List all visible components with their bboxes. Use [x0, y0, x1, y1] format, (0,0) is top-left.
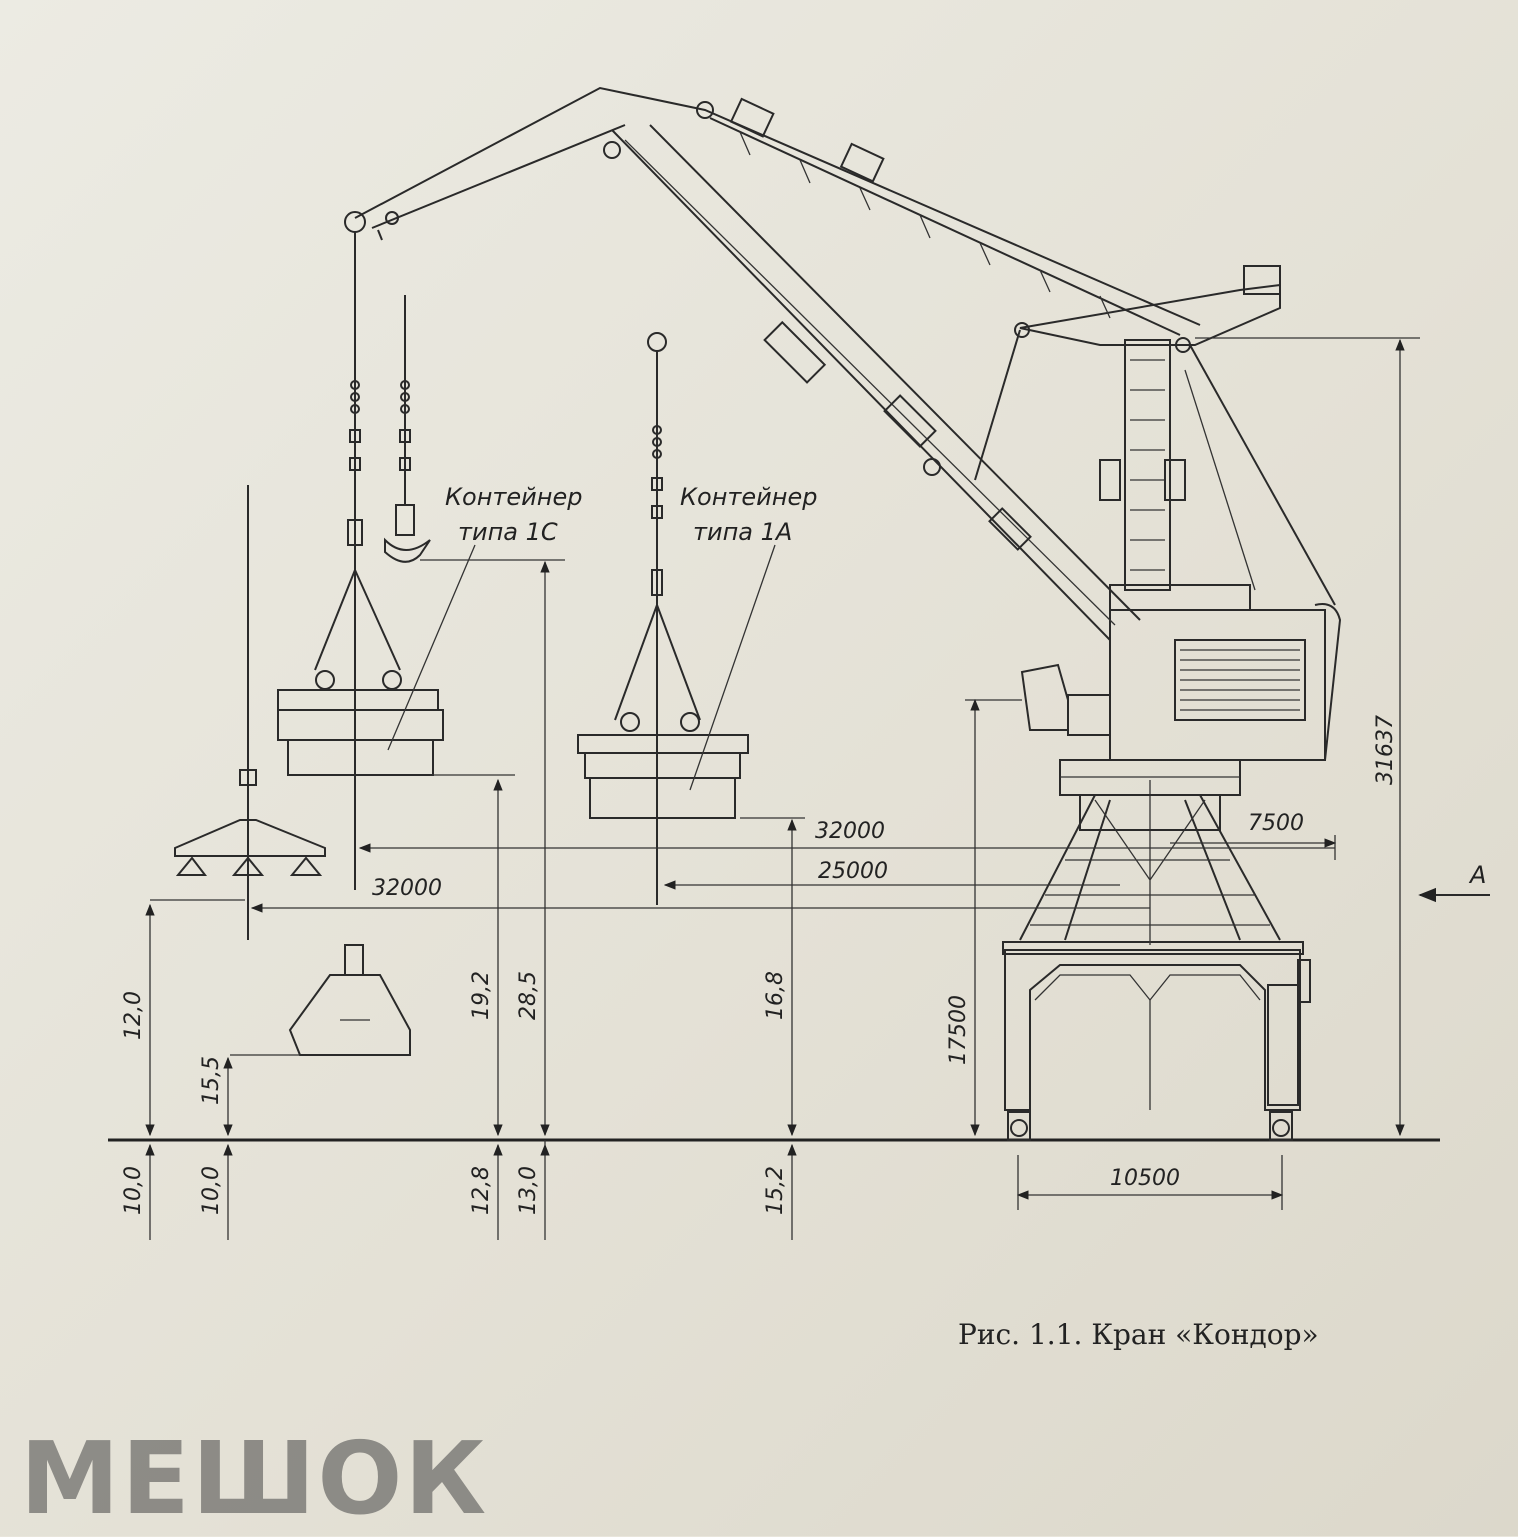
watermark-logo: МЕШОК: [20, 1420, 489, 1537]
counterweight-lever: [974, 265, 1336, 606]
jib: [344, 86, 1201, 336]
dim-outreach-1a: 25000: [818, 859, 888, 884]
dim-outreach-hook: 32000: [815, 819, 885, 844]
machine-house: [1020, 584, 1342, 761]
dim-total-height: 31637: [1373, 715, 1398, 785]
crane-portal: [1002, 759, 1311, 1141]
container-1c: [277, 232, 444, 890]
h-magnet-up: 12,0: [121, 991, 146, 1040]
container-1a: [577, 332, 749, 905]
labels: Контейнер типа 1С Контейнер типа 1А А 32…: [121, 483, 1486, 1215]
hook-assembly: [384, 295, 565, 563]
h-grab-up: 15,5: [199, 1056, 224, 1105]
figure-caption: Рис. 1.1. Кран «Кондор»: [958, 1318, 1319, 1351]
dim-outreach-magnet: 32000: [372, 876, 442, 901]
dim-tail-radius: 7500: [1248, 811, 1304, 836]
h-container-1a-up: 16,8: [763, 971, 788, 1020]
h-hook-down: 13,0: [516, 1166, 541, 1215]
h-grab-down: 10,0: [199, 1166, 224, 1215]
grab-assembly: [230, 944, 411, 1056]
view-arrow-label: А: [1468, 861, 1486, 889]
main-boom: [611, 124, 1141, 641]
container-1c-label-line2: типа 1С: [458, 518, 558, 546]
h-hook-up: 28,5: [516, 971, 541, 1020]
h-container-1a-down: 15,2: [763, 1166, 788, 1215]
dim-pivot-height: 17500: [946, 995, 971, 1065]
dim-gauge: 10500: [1110, 1166, 1180, 1191]
container-1c-label-line1: Контейнер: [445, 483, 582, 511]
crane-column: [1099, 339, 1186, 591]
magnet-assembly: [150, 485, 326, 940]
crane: [344, 86, 1342, 1141]
container-1a-label-line1: Контейнер: [680, 483, 817, 511]
h-container-1c-down: 12,8: [469, 1166, 494, 1215]
h-magnet-down: 10,0: [121, 1166, 146, 1215]
dimensions: [145, 337, 1490, 1240]
h-container-1c-up: 19,2: [469, 971, 494, 1020]
container-1a-label-line2: типа 1А: [693, 518, 792, 546]
